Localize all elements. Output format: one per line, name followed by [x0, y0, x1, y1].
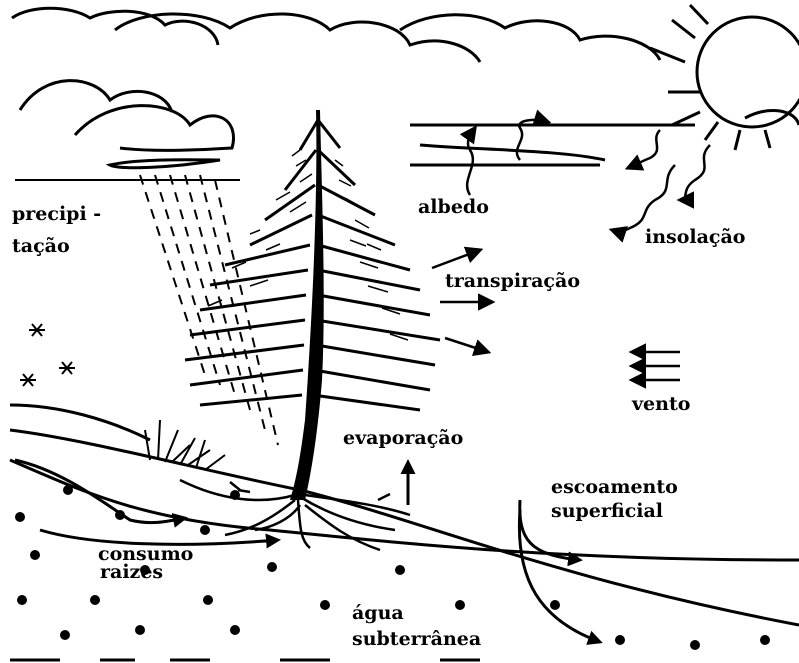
albedo-arrows — [467, 120, 548, 195]
wind-arrows — [632, 352, 680, 380]
runoff-label-line1: escoamento — [551, 478, 678, 496]
precipitation-label: precipi - tação — [12, 205, 101, 255]
precipitation-label-line2: tação — [12, 237, 101, 255]
groundwater-label-line1: água — [352, 604, 481, 622]
consumption-label: consumo raizes — [98, 545, 193, 581]
transpiration-arrows — [432, 250, 492, 352]
wind-label: vento — [632, 393, 690, 415]
consumption-label-line2: raizes — [100, 563, 193, 581]
sun — [650, 5, 799, 150]
groundwater-label: água subterrânea — [352, 604, 481, 648]
grass — [145, 420, 225, 470]
runoff-label-line2: superficial — [551, 502, 678, 520]
transpiration-label: transpiração — [445, 270, 580, 292]
clouds — [12, 8, 799, 167]
runoff-label: escoamento superficial — [551, 478, 678, 520]
albedo-label: albedo — [418, 196, 489, 218]
precipitation-label-line1: precipi - — [12, 205, 101, 223]
evaporation-label: evaporação — [343, 427, 463, 449]
groundwater-label-line2: subterrânea — [352, 630, 481, 648]
insolation-label: insolação — [645, 226, 745, 248]
insolation-arrows — [612, 130, 710, 231]
snowflakes — [20, 324, 75, 386]
